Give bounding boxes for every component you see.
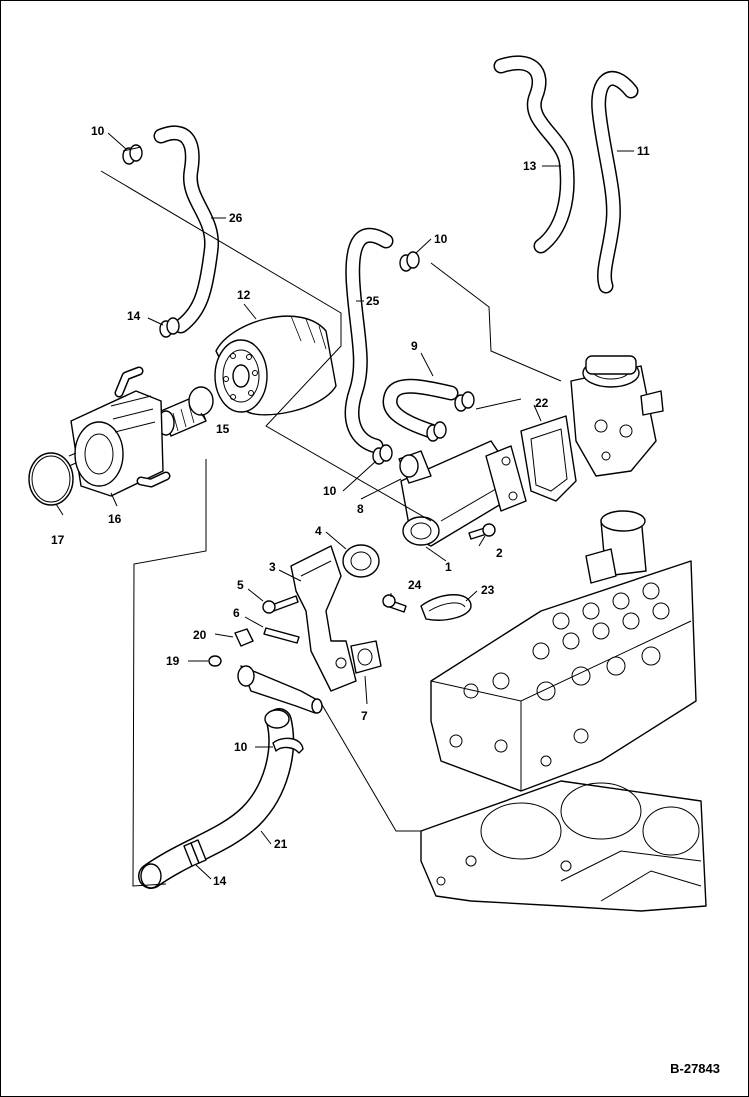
callout-13: 13 [523,159,537,173]
bracket-23 [420,594,472,621]
callout-19: 19 [166,654,180,668]
clamp-14-top [159,317,180,338]
egr-valve [570,355,664,477]
nut-20 [234,628,254,647]
callout-leaders [55,132,634,880]
stud-6 [263,627,300,644]
callout-21: 21 [274,837,288,851]
clamp-14-pipe [183,839,207,867]
hose-26 [153,125,220,334]
callout-6: 6 [233,606,240,620]
bolt-5 [262,595,299,614]
callout-10-mid-clamp: 10 [434,232,448,246]
gasket-22 [520,415,577,502]
drawing-number: B-27843 [670,1061,720,1076]
callout-5: 5 [237,578,244,592]
callout-16: 16 [108,512,122,526]
nut-19 [208,655,222,667]
thermostat-15 [157,386,214,437]
callout-10-pipe-clamp: 10 [234,740,248,754]
callout-25: 25 [366,294,380,308]
callout-12: 12 [237,288,251,302]
oil-cooler-16 [68,366,171,497]
clamp-10-top [122,144,143,165]
callout-10-lower-clamp: 10 [323,484,337,498]
bolt-2 [468,523,496,540]
callout-15: 15 [216,422,230,436]
bolt-24 [382,594,407,613]
callout-7: 7 [361,709,368,723]
pipe-assembly [237,665,323,714]
o-ring-17 [28,452,74,506]
reference-lines [100,170,562,887]
callout-4: 4 [315,524,322,538]
callout-1: 1 [445,560,452,574]
callout-14-pipe: 14 [213,874,227,888]
callout-22: 22 [535,396,549,410]
callout-3: 3 [269,560,276,574]
oil-filter-12 [214,315,337,416]
callout-26: 26 [229,211,243,225]
housing-3 [290,545,357,692]
cylinder-head [430,510,697,792]
clamp-10-lower [372,444,393,465]
callout-10-top-clamp: 10 [91,124,105,138]
hose-11 [591,71,639,294]
hose-13 [493,55,575,254]
clamp-10-hose9 [426,391,475,442]
fitting-8 [398,450,432,484]
callout-20: 20 [193,628,207,642]
gasket-7 [350,640,382,674]
callout-17: 17 [51,533,65,547]
gasket-4 [342,544,380,578]
engine-block [420,780,707,912]
hose-21 [138,708,295,889]
callout-11: 11 [637,144,650,158]
hose-25 [344,227,394,454]
callout-9: 9 [411,339,418,353]
callout-14-top: 14 [127,309,141,323]
clamp-10-mid [399,251,420,272]
callout-23: 23 [481,583,495,597]
callout-2: 2 [496,546,503,560]
callout-24: 24 [408,578,422,592]
hose-9 [382,378,459,439]
callout-labels: 10 26 13 11 10 12 14 25 9 22 15 10 8 17 … [51,124,650,888]
callout-8: 8 [357,502,364,516]
clamp-10-pipe [272,737,304,754]
